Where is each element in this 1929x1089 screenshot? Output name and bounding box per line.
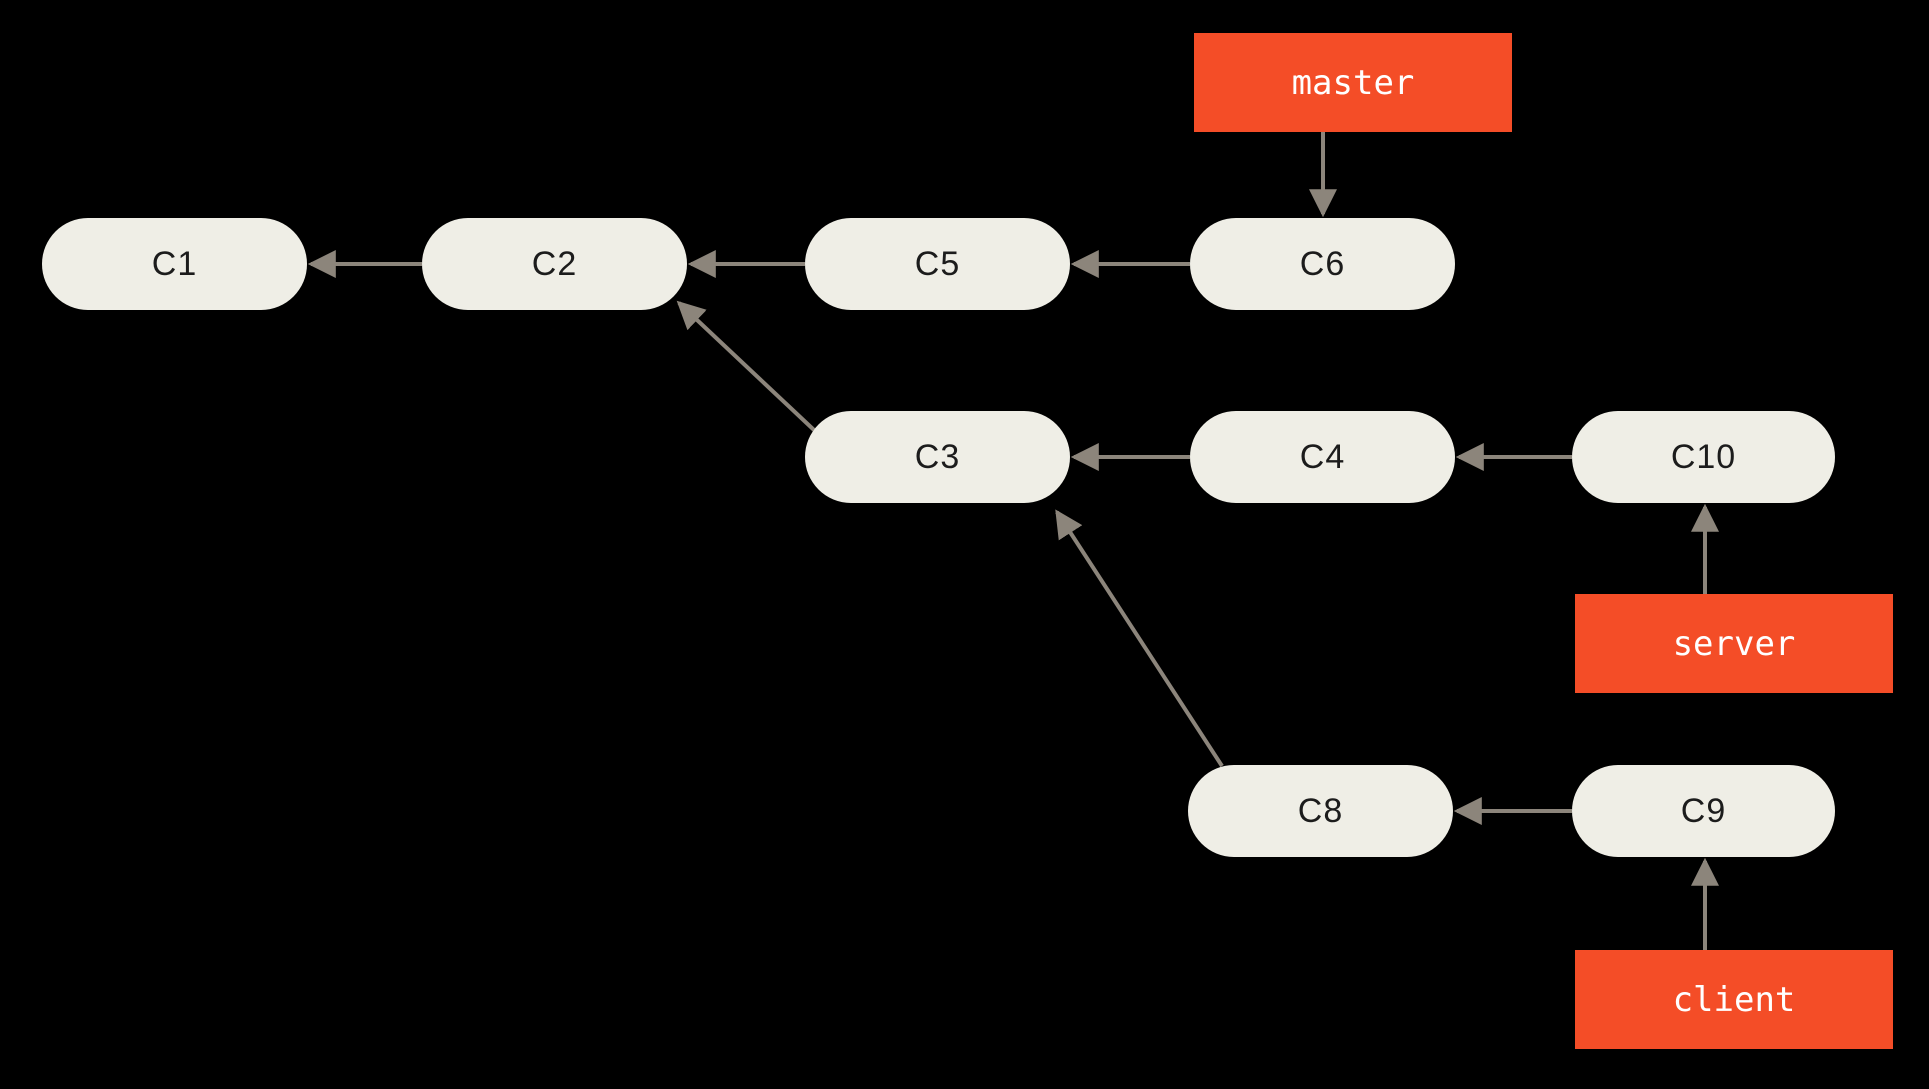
commit-node-c2[interactable]: C2 [422,218,687,310]
commit-node-c3[interactable]: C3 [805,411,1070,503]
commit-node-c6[interactable]: C6 [1190,218,1455,310]
edge-c8-to-c3 [1055,509,1224,768]
branch-label-text: server [1672,623,1796,664]
edge-c3-to-c2 [676,300,816,432]
commit-label: C9 [1680,792,1727,830]
commit-label: C1 [151,245,198,283]
commit-label: C5 [914,245,961,283]
branch-label-master[interactable]: master [1194,33,1512,132]
commit-label: C3 [914,438,961,476]
branch-label-text: master [1291,62,1415,103]
commit-node-c5[interactable]: C5 [805,218,1070,310]
commit-node-c1[interactable]: C1 [42,218,307,310]
commit-node-c4[interactable]: C4 [1190,411,1455,503]
commit-node-c9[interactable]: C9 [1572,765,1835,857]
commit-label: C4 [1299,438,1346,476]
branch-label-client[interactable]: client [1575,950,1893,1049]
commit-label: C10 [1670,438,1737,476]
branch-label-server[interactable]: server [1575,594,1893,693]
branch-label-text: client [1672,979,1796,1020]
commit-label: C2 [531,245,578,283]
commit-label: C8 [1297,792,1344,830]
commit-node-c10[interactable]: C10 [1572,411,1835,503]
commit-label: C6 [1299,245,1346,283]
commit-node-c8[interactable]: C8 [1188,765,1453,857]
